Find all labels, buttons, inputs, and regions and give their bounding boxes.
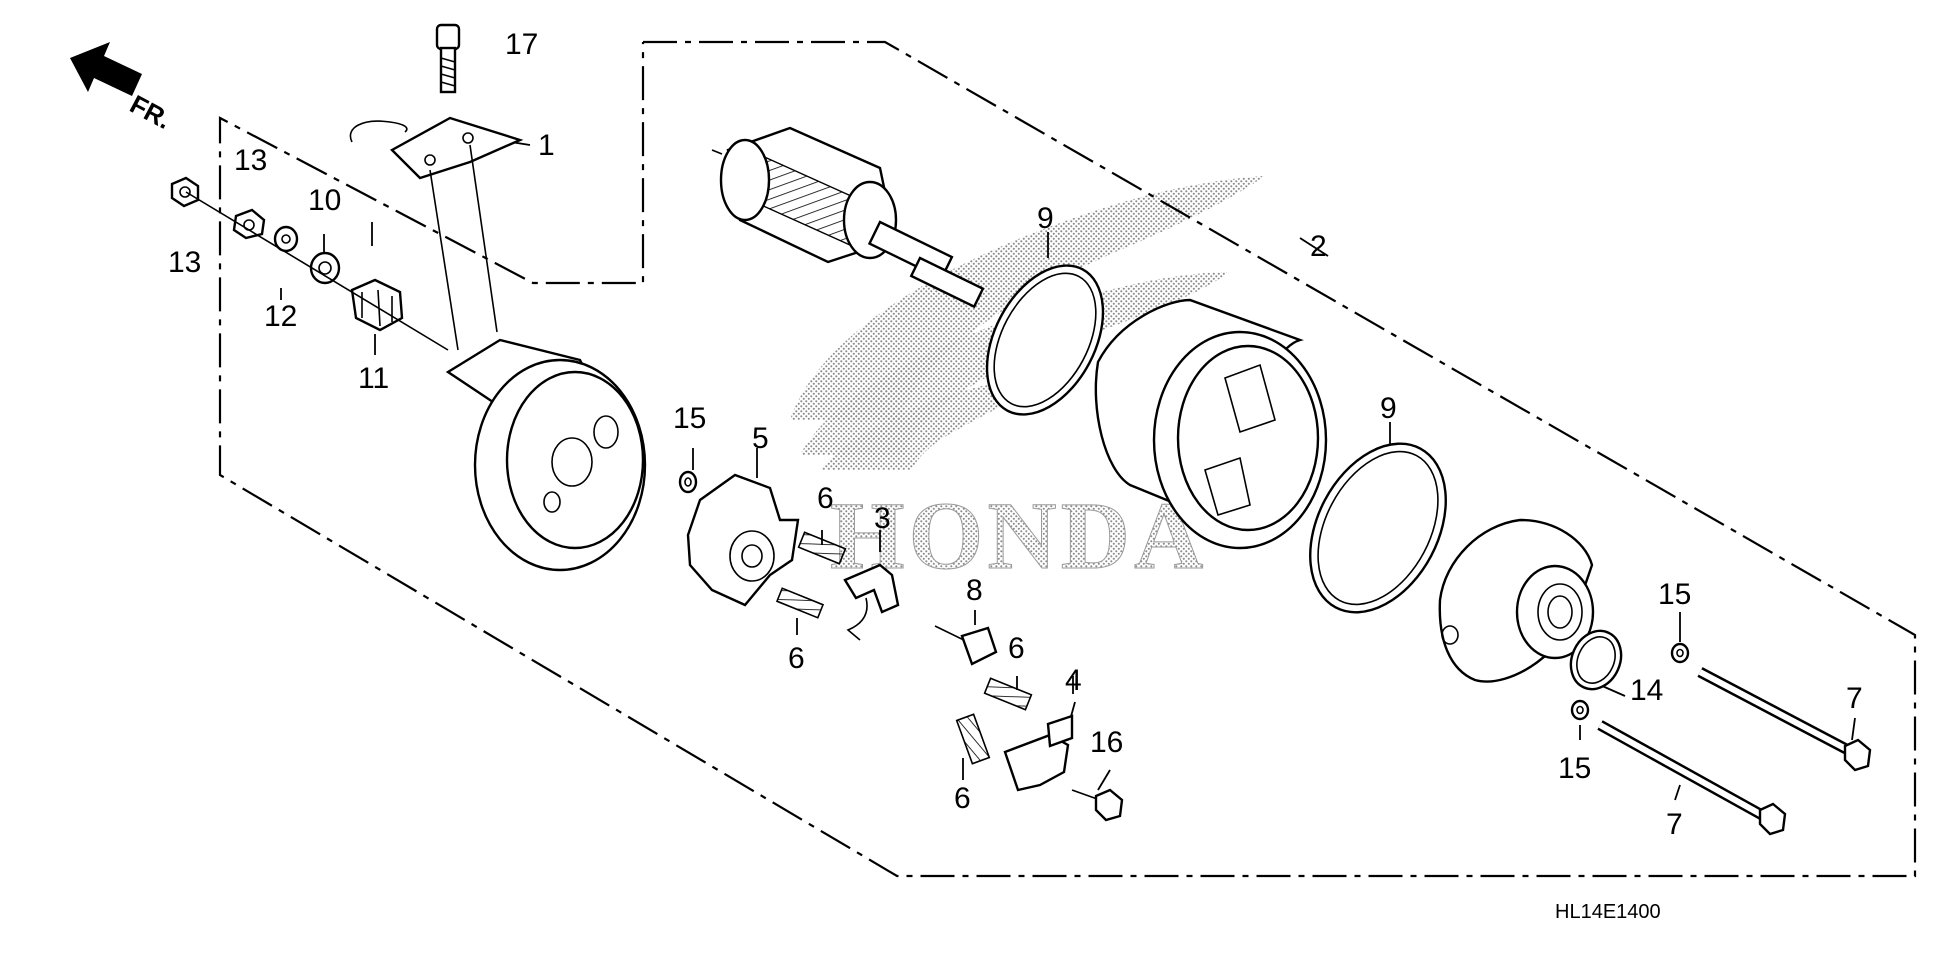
seal-11 [350, 278, 404, 332]
callout-8: 8 [966, 574, 983, 607]
spring-6-b [775, 587, 825, 619]
callout-16: 16 [1090, 726, 1123, 759]
long-bolt-7-b [1597, 720, 1787, 836]
callout-2: 2 [1310, 230, 1327, 263]
front-indicator-label: FR. [125, 89, 176, 135]
callout-4: 4 [1065, 664, 1082, 697]
assembly-boundary-lines [218, 40, 1917, 878]
callout-11: 11 [358, 362, 389, 395]
nut-13-a [170, 176, 200, 208]
o-ring-14 [1569, 629, 1623, 691]
o-ring-9-b [1309, 442, 1447, 614]
bushing-10 [309, 251, 341, 285]
washer-15-b [1670, 642, 1690, 664]
callout-13-b: 13 [168, 246, 201, 279]
callout-6-b: 6 [788, 642, 805, 675]
callout-14: 14 [1630, 674, 1663, 707]
bolt-17 [435, 23, 461, 94]
brush-holder-5 [686, 473, 800, 607]
axis-line-left [185, 191, 449, 351]
callout-1: 1 [538, 129, 555, 162]
callout-labels: 1 2 3 4 5 6 6 6 6 7 7 8 9 9 10 11 12 13 … [168, 28, 1863, 841]
callout-10: 10 [308, 184, 341, 217]
motor-case-2 [1094, 298, 1328, 550]
spring-6-a [797, 531, 847, 565]
long-bolt-7-a [1697, 667, 1872, 772]
nut-13-b [232, 208, 266, 240]
callout-3: 3 [874, 502, 891, 535]
front-cover [1438, 518, 1595, 683]
spring-6-d [955, 713, 991, 765]
washer-15-a [678, 470, 698, 494]
callout-15-c: 15 [1558, 752, 1591, 785]
callout-9-b: 9 [1380, 392, 1397, 425]
front-direction-arrow: FR. [70, 42, 176, 135]
callout-7-a: 7 [1846, 682, 1863, 715]
callout-6-c: 6 [1008, 632, 1025, 665]
watermark-brand-text: HONDA [830, 482, 1207, 589]
callout-15-b: 15 [1658, 578, 1691, 611]
callout-5: 5 [752, 422, 769, 455]
callout-13-a: 13 [234, 144, 267, 177]
brush-3 [843, 563, 900, 641]
brush-4 [1003, 714, 1074, 792]
terminal-bolt-8 [934, 625, 998, 666]
diagram-code-label: HL14E1400 [1555, 901, 1661, 923]
callout-15-a: 15 [673, 402, 706, 435]
spring-6-c [983, 677, 1033, 711]
bolt-16 [1071, 788, 1124, 822]
callout-6-d: 6 [954, 782, 971, 815]
callout-6-a: 6 [817, 482, 834, 515]
honda-wing-watermark: HONDA [790, 176, 1265, 590]
o-ring-9-a [985, 264, 1105, 416]
callout-9-a: 9 [1037, 202, 1054, 235]
washer-12 [273, 225, 299, 253]
washer-15-c [1570, 699, 1590, 721]
callout-17: 17 [505, 28, 538, 61]
bracket-1 [349, 116, 524, 351]
callout-7-b: 7 [1666, 808, 1683, 841]
rear-cover [445, 338, 647, 572]
armature [711, 126, 985, 309]
callout-12: 12 [264, 300, 297, 333]
leader-lines [280, 133, 1856, 801]
